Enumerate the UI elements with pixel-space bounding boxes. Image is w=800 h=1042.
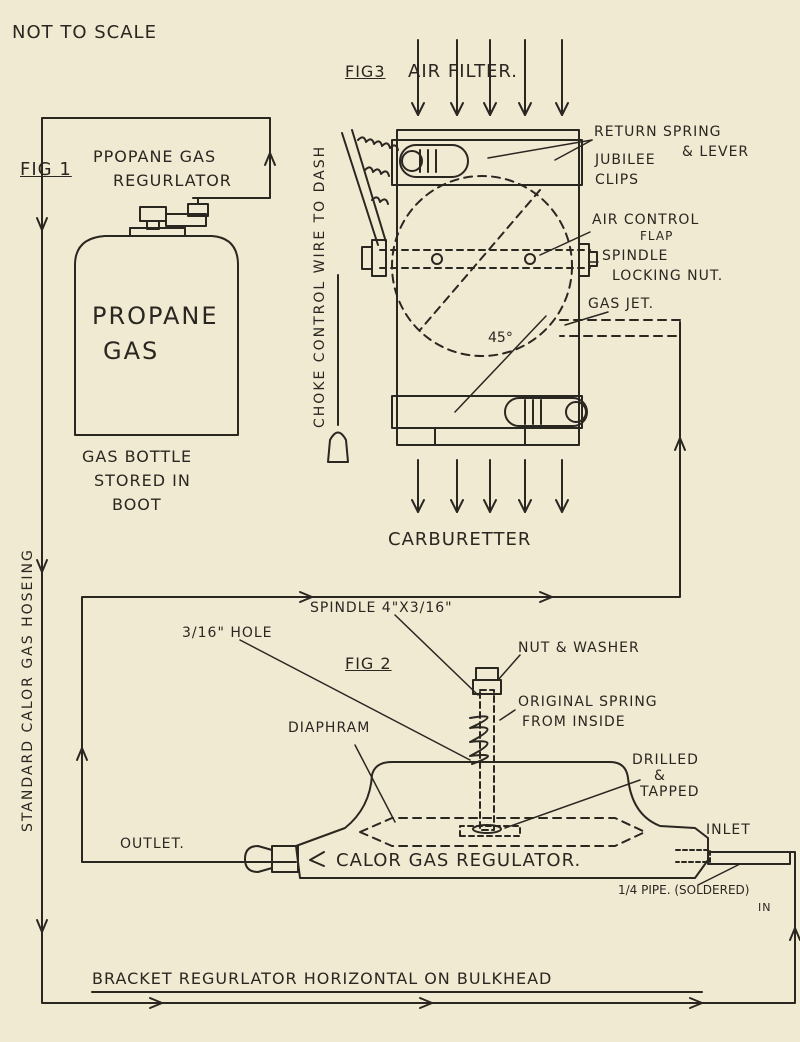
propane-regulator-label-line1: PPOPANE GAS xyxy=(93,147,217,166)
spindle-locking-nut-label-line2: LOCKING NUT. xyxy=(612,268,724,284)
propane-regulator-label-line2: REGURLATOR xyxy=(113,171,232,190)
inlet-pipe xyxy=(707,851,791,865)
fig3-label: Fig3 xyxy=(345,62,386,81)
bottle-caption-line1: GAS BOTTLE xyxy=(82,447,193,466)
drilled-label-line2: & xyxy=(654,768,666,784)
hose-label: STANDARD CALOR GAS HOSEING xyxy=(20,548,36,832)
drilled-label-line3: TAPPED xyxy=(640,784,700,800)
air-flow-arrows-out xyxy=(411,459,569,513)
flap-spindle xyxy=(361,239,598,277)
spindle-locking-nut-label-line1: SPINDLE xyxy=(602,248,669,264)
spring-label-line1: ORIGINAL SPRING xyxy=(518,694,658,710)
choke-wire-label: CHOKE CONTROL WIRE TO DASH xyxy=(312,144,328,428)
diaphram-label: DIAPHRAM xyxy=(288,720,371,736)
air-control-flap-label-line1: AIR CONTROL xyxy=(592,212,700,228)
gas-jet-label: GAS JET. xyxy=(588,296,655,312)
air-filter-label: AIR FILTER. xyxy=(408,61,519,82)
return-spring-label-line1: RETURN SPRING xyxy=(594,124,722,140)
scale-note: NOT TO SCALE xyxy=(12,22,157,43)
fig1-label: Fig 1 xyxy=(20,159,72,180)
spring-label-line2: FROM INSIDE xyxy=(522,714,626,730)
bottle-caption-line3: BOOT xyxy=(112,495,162,514)
pipe-label-line1: 1/4 PIPE. (SOLDERED) xyxy=(618,883,750,897)
calor-regulator-label: CALOR GAS REGULATOR. xyxy=(336,850,582,871)
pipe-label-line2: IN xyxy=(758,901,772,914)
inlet-label: INLET xyxy=(706,822,751,838)
carburetter-body xyxy=(391,129,588,446)
calor-regulator-body xyxy=(295,761,711,879)
fig2-label: Fig 2 xyxy=(345,654,392,673)
hole-label: 3/16" HOLE xyxy=(182,625,273,641)
bottle-text-line1: PROPANE xyxy=(92,302,219,330)
fig3-leader-lines xyxy=(454,139,609,413)
return-spring-lever xyxy=(341,129,399,246)
gas-hose-loop xyxy=(36,117,800,1009)
footer-note: BRACKET REGURLATOR HORIZONTAL ON BULKHEA… xyxy=(92,969,553,988)
return-spring-label-line2: & LEVER xyxy=(682,144,750,160)
propane-regulator xyxy=(139,197,209,230)
spindle-label: SPINDLE 4"X3/16" xyxy=(310,600,453,616)
bottle-text-line2: GAS xyxy=(103,337,160,365)
angle-label: 45° xyxy=(488,330,513,346)
air-flow-arrows-in xyxy=(411,39,569,116)
fig2-leader-lines xyxy=(239,614,741,886)
air-control-flap xyxy=(391,175,681,357)
propane-bottle xyxy=(74,227,239,436)
outlet-nozzle xyxy=(244,845,325,873)
nut-washer-label: NUT & WASHER xyxy=(518,640,640,656)
spindle-assembly xyxy=(469,667,502,834)
carburetter-label: CARBURETTER xyxy=(388,529,532,550)
bottle-caption-line2: STORED IN xyxy=(94,471,191,490)
jubilee-clips-label-line2: CLIPS xyxy=(595,172,640,188)
drilled-label-line1: DRILLED xyxy=(632,752,699,768)
outlet-label: OUTLET. xyxy=(120,836,185,852)
air-control-flap-label-line2: FLAP xyxy=(640,229,674,243)
choke-control-wire xyxy=(327,274,349,463)
jubilee-clips-label-line1: JUBILEE xyxy=(595,152,656,168)
